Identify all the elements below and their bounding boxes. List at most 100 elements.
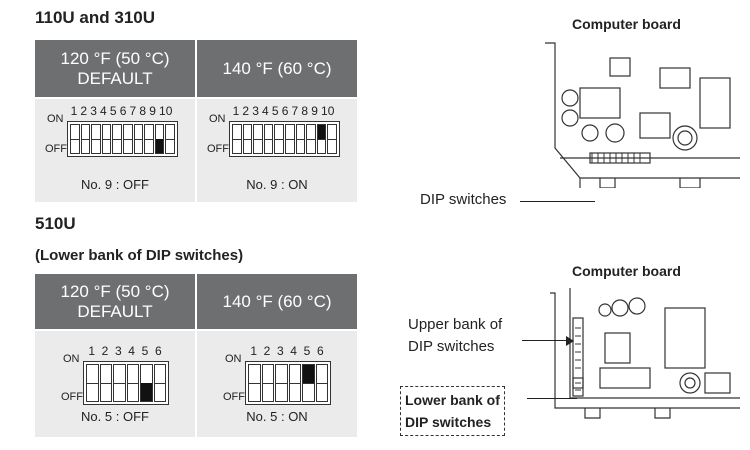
dip-switch-9 (316, 124, 327, 154)
dip-switch-4 (288, 364, 301, 402)
switch-number: 4 (290, 344, 297, 358)
switch-number: 1 (232, 104, 240, 118)
switch-number: 2 (263, 344, 271, 358)
dip-switch-4 (263, 124, 274, 154)
dip-switch-2 (99, 364, 112, 402)
dip-switch-10 (165, 124, 175, 154)
switch-number: 10 (321, 104, 335, 118)
dip-switch-8 (306, 124, 316, 154)
header-default-label: DEFAULT (77, 301, 153, 321)
dip-switches-label: DIP switches (420, 191, 507, 208)
setting-caption: No. 5 : ON (246, 409, 308, 424)
switch-number: 4 (128, 344, 135, 358)
switch-number: 3 (276, 344, 284, 358)
switch-number: 2 (242, 104, 250, 118)
computer-board-1-illustration (545, 42, 740, 188)
switch-number: 9 (149, 104, 156, 118)
dip-switch-2 (242, 124, 253, 154)
switch-number: 1 (70, 104, 78, 118)
dip-switch-6 (153, 364, 166, 402)
dip-switch-7 (295, 124, 306, 154)
arrow-head-icon (566, 336, 574, 346)
dip-switch-6 (122, 124, 133, 154)
switch-number: 5 (109, 104, 117, 118)
dip-switch-4 (126, 364, 139, 402)
dip-switch-2 (261, 364, 274, 402)
switch-number: 5 (303, 344, 311, 358)
dip-switch-bank (245, 361, 331, 405)
board2-title: Computer board (572, 263, 681, 279)
header-temp: 120 °F (50 °C) (60, 281, 170, 301)
lower-leader-line (527, 398, 577, 399)
switch-number: 3 (252, 104, 259, 118)
header-temp: 140 °F (60 °C) (222, 291, 332, 311)
on-label: ON (209, 113, 226, 125)
dip-switch-4 (101, 124, 112, 154)
header-140: 140 °F (60 °C) (197, 40, 357, 97)
off-label: OFF (61, 391, 83, 403)
dip-switch-3 (253, 124, 263, 154)
switch-number: 3 (90, 104, 97, 118)
dip-switch-5 (302, 364, 315, 402)
switch-number: 5 (271, 104, 279, 118)
dip-switch-bank (83, 361, 169, 405)
header-default-label: DEFAULT (77, 68, 153, 88)
leader-line (520, 201, 595, 202)
computer-board-2-illustration (550, 288, 740, 419)
header-140: 140 °F (60 °C) (197, 274, 357, 329)
switch-number: 8 (139, 104, 147, 118)
dip-switch-5 (274, 124, 284, 154)
dip-switch-6 (284, 124, 295, 154)
switch-number: 5 (141, 344, 149, 358)
switch-number: 6 (119, 104, 127, 118)
switch-number: 8 (301, 104, 309, 118)
switch-number: 6 (281, 104, 289, 118)
switch-number: 10 (159, 104, 173, 118)
dip-switch-1 (248, 364, 261, 402)
header-temp: 120 °F (50 °C) (60, 48, 170, 68)
on-label: ON (47, 113, 64, 125)
dip-switch-bank (67, 121, 178, 157)
switch-number: 4 (100, 104, 107, 118)
dip-switch-1 (70, 124, 80, 154)
switch-number: 1 (88, 344, 95, 358)
switch-number: 3 (114, 344, 122, 358)
dip-switch-8 (144, 124, 154, 154)
switch-number: 6 (316, 344, 324, 358)
setting-caption: No. 9 : ON (246, 177, 308, 192)
off-label: OFF (45, 143, 67, 155)
off-label: OFF (223, 391, 245, 403)
switch-number: 7 (291, 104, 299, 118)
dip-switch-3 (91, 124, 101, 154)
dip-switch-2 (80, 124, 91, 154)
section2-subtitle: (Lower bank of DIP switches) (35, 247, 244, 264)
switch-number: 9 (311, 104, 318, 118)
setting-caption: No. 9 : OFF (81, 177, 149, 192)
switch-number: 6 (154, 344, 162, 358)
off-label: OFF (207, 143, 229, 155)
table-110u-310u: 120 °F (50 °C)DEFAULT 140 °F (60 °C) ON … (35, 40, 357, 202)
board1-title: Computer board (572, 16, 681, 32)
on-label: ON (63, 353, 80, 365)
upper-bank-line1: Upper bank of (408, 316, 503, 333)
dip-switch-bank (229, 121, 340, 157)
switch-number: 2 (101, 344, 109, 358)
setting-caption: No. 5 : OFF (81, 409, 149, 424)
table-510u: 120 °F (50 °C)DEFAULT 140 °F (60 °C) ON … (35, 274, 357, 437)
dip-switch-3 (113, 364, 126, 402)
dip-switch-1 (86, 364, 99, 402)
upper-arrow-line (522, 340, 567, 341)
dip-switch-7 (133, 124, 144, 154)
dip-switch-5 (140, 364, 153, 402)
header-temp: 140 °F (60 °C) (222, 58, 332, 78)
upper-bank-label: Upper bank of DIP switches (408, 314, 502, 358)
dip-switch-6 (315, 364, 328, 402)
section1-title: 110U and 310U (35, 8, 156, 27)
